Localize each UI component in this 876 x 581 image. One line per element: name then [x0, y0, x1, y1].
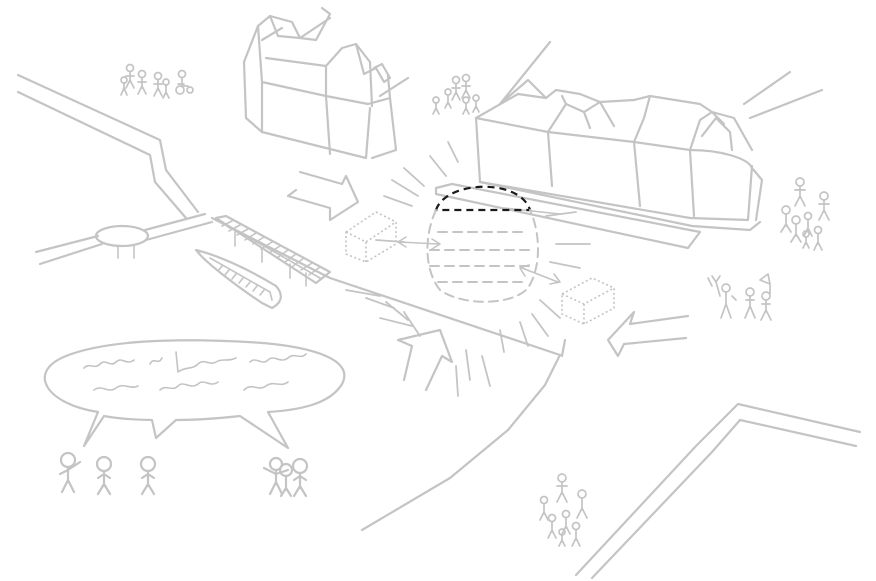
people-group-icon-flags [707, 273, 772, 321]
people-group-icon-top-center [432, 73, 480, 115]
people-group-icon-top-left [120, 63, 194, 99]
boat-icon [194, 248, 282, 310]
dome-icon [426, 185, 539, 303]
scribble-text [83, 351, 307, 391]
pier-bridge-icon [214, 214, 332, 287]
roundabout [34, 212, 214, 266]
riverbank [210, 216, 567, 532]
people-group-icon-bottom-left [58, 451, 309, 498]
left-road [16, 73, 200, 220]
arrow-icon-left [286, 170, 360, 222]
people-group-icon-bottom-right [539, 473, 588, 547]
left-building-icon [242, 6, 410, 160]
connection-arrow-right [519, 264, 561, 285]
arrow-icon-bottom [396, 328, 454, 392]
speech-bubble-icon [43, 339, 346, 450]
right-building-icon [474, 40, 824, 232]
box-icon-left [345, 211, 397, 263]
radiating-rays [345, 141, 591, 397]
plaza-paving [434, 182, 702, 250]
arrow-icon-right [606, 310, 690, 358]
connection-arrow-left [397, 236, 441, 250]
right-road [574, 402, 862, 580]
box-icon-right [561, 277, 615, 325]
people-group-icon-right [780, 177, 830, 251]
